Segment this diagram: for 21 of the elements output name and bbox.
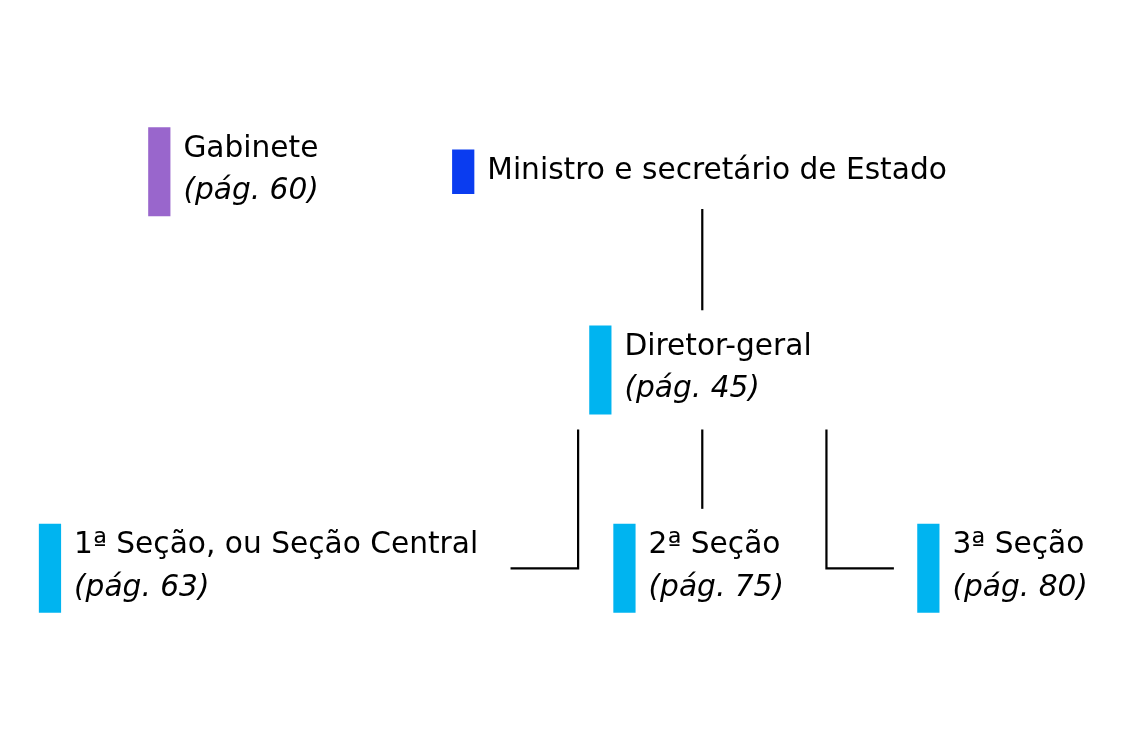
node-label: (pág. 75): [648, 567, 785, 603]
node-label: Diretor-geral: [624, 326, 812, 362]
connector: [510, 429, 580, 570]
node-box: [613, 523, 636, 613]
node-box: [589, 325, 612, 415]
node-label: (pág. 45): [624, 369, 760, 405]
node-box: [917, 523, 940, 613]
node-box: [38, 523, 62, 613]
node-label: (pág. 63): [74, 567, 210, 603]
node-label: (pág. 60): [183, 171, 319, 207]
connector: [825, 429, 894, 570]
node-box: [148, 127, 171, 217]
node-label: (pág. 80): [952, 567, 1088, 603]
node-label: 3ª Seção: [952, 525, 1085, 561]
node-label: Gabinete: [183, 128, 319, 164]
node-box: [452, 149, 475, 194]
connector: [701, 429, 704, 509]
node-label: 1ª Seção, ou Seção Central: [74, 525, 479, 561]
connector: [701, 209, 704, 311]
node-label: 2ª Seção: [648, 525, 781, 561]
node-label: Ministro e secretário de Estado: [487, 150, 947, 186]
